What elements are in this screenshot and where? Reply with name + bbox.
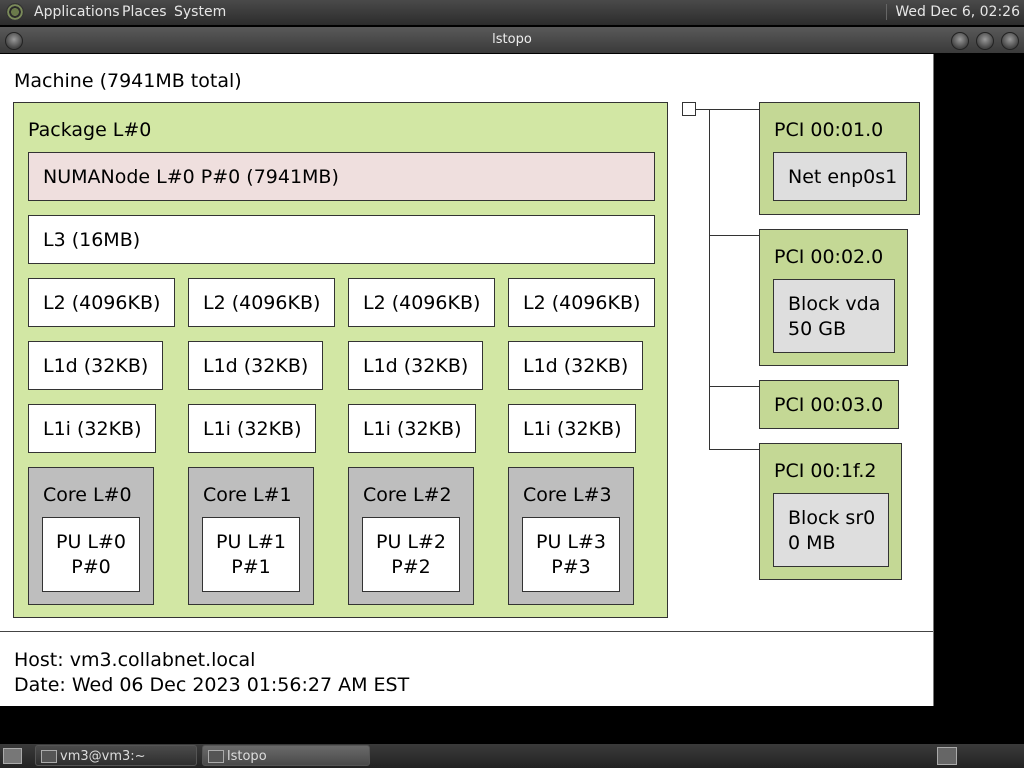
processing-unit: PU L#2 P#2 <box>362 517 460 592</box>
tree-line <box>709 109 710 450</box>
processing-unit: PU L#1 P#1 <box>202 517 300 592</box>
close-icon[interactable] <box>1001 32 1019 50</box>
legend-divider <box>0 631 933 632</box>
package-label: Package L#0 <box>28 119 152 141</box>
l1d-cache: L1d (32KB) <box>28 341 163 390</box>
pu-p-label: P#2 <box>391 556 431 578</box>
l1i-label: L1i (32KB) <box>43 417 142 440</box>
legend-date: Date: Wed 06 Dec 2023 01:56:27 AM EST <box>14 674 410 696</box>
top-panel: Applications Places System Wed Dec 6, 02… <box>0 0 1024 25</box>
os-device: Block sr0 0 MB <box>773 493 889 567</box>
pci-device: PCI 00:1f.2 Block sr0 0 MB <box>759 443 902 580</box>
l2-cache: L2 (4096KB) <box>348 278 495 327</box>
os-device: Block vda 50 GB <box>773 279 895 353</box>
l1d-cache: L1d (32KB) <box>508 341 643 390</box>
terminal-icon <box>41 750 57 763</box>
bottom-taskbar: vm3@vm3:~ lstopo <box>0 744 1024 768</box>
task-lstopo[interactable]: lstopo <box>202 745 370 766</box>
window-icon <box>208 750 224 763</box>
legend: Host: vm3.collabnet.local Date: Wed 06 D… <box>14 648 409 698</box>
window-menu-icon[interactable] <box>5 32 23 50</box>
core-label: Core L#2 <box>363 484 452 506</box>
tree-line <box>709 449 759 450</box>
task-label: lstopo <box>227 749 267 764</box>
l1d-label: L1d (32KB) <box>43 354 149 377</box>
l2-label: L2 (4096KB) <box>43 291 161 314</box>
window-title: lstopo <box>492 32 532 47</box>
core: Core L#2 PU L#2 P#2 <box>348 467 474 605</box>
host-bridge-icon <box>682 102 696 116</box>
core-label: Core L#1 <box>203 484 292 506</box>
tree-line <box>696 109 759 110</box>
processing-unit: PU L#3 P#3 <box>522 517 620 592</box>
numa-label: NUMANode L#0 P#0 (7941MB) <box>43 165 339 188</box>
pu-label: PU L#1 <box>216 531 286 553</box>
window-titlebar[interactable]: lstopo <box>0 27 1024 53</box>
pci-label: PCI 00:03.0 <box>774 393 884 416</box>
numa-node: NUMANode L#0 P#0 (7941MB) <box>28 152 655 201</box>
workspace-switcher-icon[interactable] <box>937 747 957 765</box>
device-label: Block vda <box>788 293 881 315</box>
l3-label: L3 (16MB) <box>43 228 141 251</box>
package: Package L#0 NUMANode L#0 P#0 (7941MB) L3… <box>13 102 668 618</box>
l1d-label: L1d (32KB) <box>203 354 309 377</box>
l1i-label: L1i (32KB) <box>523 417 622 440</box>
device-label: Net enp0s1 <box>788 165 898 188</box>
pci-device: PCI 00:03.0 <box>759 380 899 429</box>
tree-line <box>709 386 759 387</box>
l2-label: L2 (4096KB) <box>363 291 481 314</box>
l1i-cache: L1i (32KB) <box>508 404 636 453</box>
menu-system[interactable]: System <box>174 4 227 20</box>
task-label: vm3@vm3:~ <box>60 749 146 764</box>
pci-device: PCI 00:01.0 Net enp0s1 <box>759 102 920 215</box>
l1i-label: L1i (32KB) <box>363 417 462 440</box>
l2-cache: L2 (4096KB) <box>508 278 655 327</box>
l1i-cache: L1i (32KB) <box>28 404 156 453</box>
device-size: 0 MB <box>788 532 836 554</box>
distro-logo-icon[interactable] <box>6 3 24 21</box>
task-terminal[interactable]: vm3@vm3:~ <box>35 745 197 766</box>
core: Core L#3 PU L#3 P#3 <box>508 467 634 605</box>
pci-label: PCI 00:02.0 <box>774 246 884 268</box>
tree-line <box>709 235 759 236</box>
pu-p-label: P#3 <box>551 556 591 578</box>
pu-label: PU L#0 <box>56 531 126 553</box>
pu-label: PU L#3 <box>536 531 606 553</box>
l2-label: L2 (4096KB) <box>203 291 321 314</box>
l1d-cache: L1d (32KB) <box>188 341 323 390</box>
pu-p-label: P#1 <box>231 556 271 578</box>
panel-clock[interactable]: Wed Dec 6, 02:26 <box>886 4 1020 20</box>
core: Core L#1 PU L#1 P#1 <box>188 467 314 605</box>
device-size: 50 GB <box>788 318 846 340</box>
l2-label: L2 (4096KB) <box>523 291 641 314</box>
processing-unit: PU L#0 P#0 <box>42 517 140 592</box>
core: Core L#0 PU L#0 P#0 <box>28 467 154 605</box>
machine-label: Machine (7941MB total) <box>14 70 242 92</box>
device-label: Block sr0 <box>788 507 876 529</box>
l1d-cache: L1d (32KB) <box>348 341 483 390</box>
pu-p-label: P#0 <box>71 556 111 578</box>
core-label: Core L#0 <box>43 484 132 506</box>
menu-places[interactable]: Places <box>122 4 167 20</box>
l1i-label: L1i (32KB) <box>203 417 302 440</box>
os-device: Net enp0s1 <box>773 152 907 201</box>
l1i-cache: L1i (32KB) <box>348 404 476 453</box>
menu-applications[interactable]: Applications <box>34 4 120 20</box>
l1d-label: L1d (32KB) <box>363 354 469 377</box>
core-label: Core L#3 <box>523 484 612 506</box>
show-desktop-icon[interactable] <box>3 748 22 764</box>
l3-cache: L3 (16MB) <box>28 215 655 264</box>
legend-host: Host: vm3.collabnet.local <box>14 649 256 671</box>
minimize-icon[interactable] <box>951 32 969 50</box>
pu-label: PU L#2 <box>376 531 446 553</box>
pci-device: PCI 00:02.0 Block vda 50 GB <box>759 229 908 366</box>
maximize-icon[interactable] <box>976 32 994 50</box>
l1i-cache: L1i (32KB) <box>188 404 316 453</box>
pci-label: PCI 00:01.0 <box>774 119 884 141</box>
l2-cache: L2 (4096KB) <box>188 278 335 327</box>
topology-canvas: Machine (7941MB total) Package L#0 NUMAN… <box>0 54 934 706</box>
l2-cache: L2 (4096KB) <box>28 278 175 327</box>
pci-label: PCI 00:1f.2 <box>774 460 877 482</box>
l1d-label: L1d (32KB) <box>523 354 629 377</box>
